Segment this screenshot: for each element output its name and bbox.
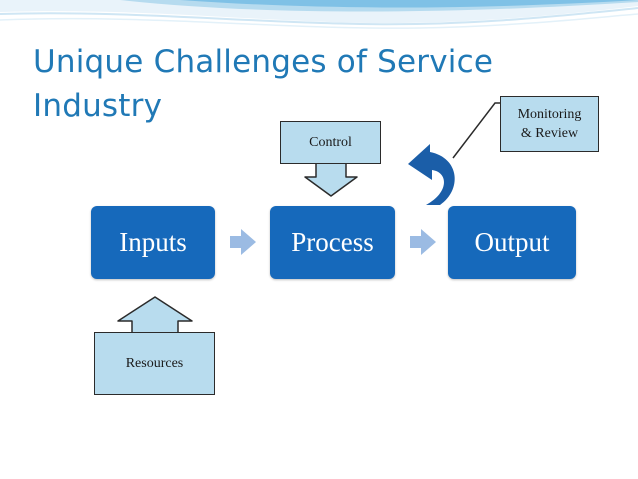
inputs-label: Inputs [119, 227, 187, 257]
inputs-to-process-arrow [230, 229, 256, 255]
output-label: Output [474, 227, 550, 257]
inputs-box: Inputs [91, 206, 215, 279]
resources-callout: Resources [94, 332, 215, 395]
output-box: Output [448, 206, 576, 279]
process-to-output-arrow [410, 229, 436, 255]
process-label: Process [291, 227, 374, 257]
control-label: Control [309, 134, 352, 150]
monitoring-review-callout: Monitoring & Review [500, 96, 599, 152]
feedback-curved-arrow [408, 144, 455, 205]
resources-up-arrow [117, 296, 193, 333]
slide-title: Unique Challenges of Service Industry [33, 44, 494, 124]
resources-label: Resources [125, 356, 184, 371]
control-down-arrow [304, 163, 358, 197]
control-callout: Control [280, 121, 381, 164]
monitoring-pointer-line [452, 102, 503, 159]
header-wave-decoration [0, 0, 638, 29]
process-box: Process [270, 206, 395, 279]
monitoring-label-line2: & Review [520, 126, 579, 141]
monitoring-label-line1: Monitoring [517, 107, 582, 122]
